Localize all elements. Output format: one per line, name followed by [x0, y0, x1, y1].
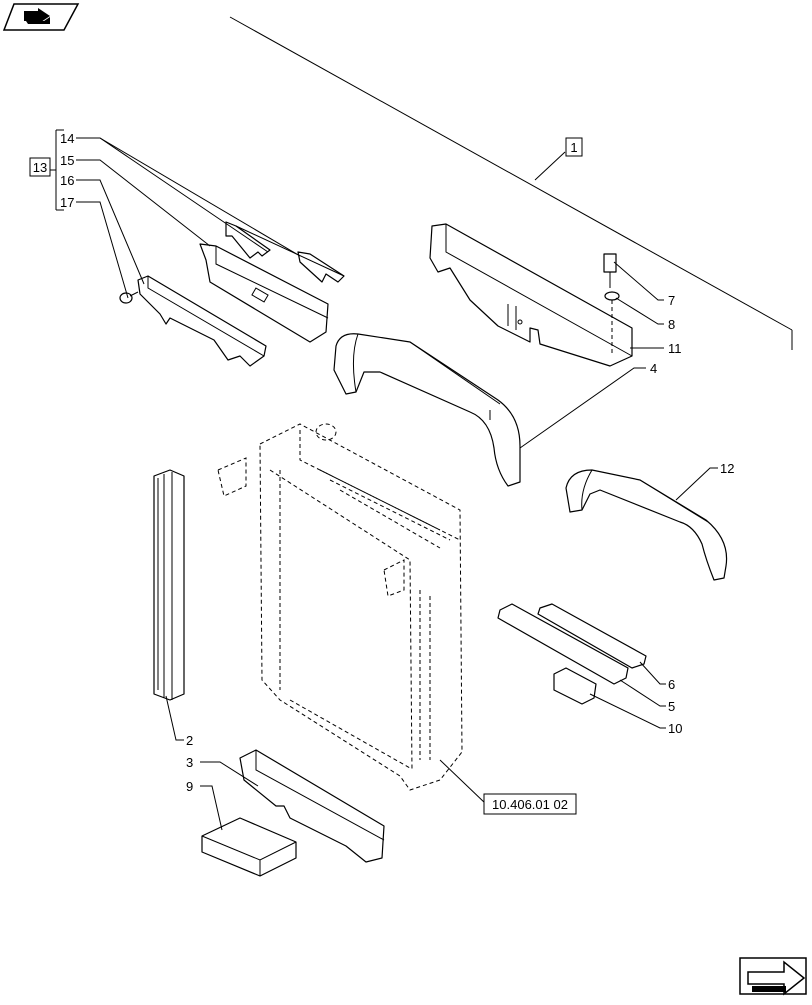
callout-5: 5: [668, 699, 675, 714]
callout-4: 4: [650, 361, 657, 376]
reference-box: [483, 793, 577, 815]
callout-labels: 1 13 14 15 16 17 7 8 11 4 12 6 5 10 2 3 …: [29, 131, 734, 815]
reference-label: 10.406.01 02: [492, 797, 568, 812]
part-16-rail[interactable]: [137, 275, 267, 367]
next-page-arrow-icon[interactable]: [739, 957, 807, 996]
part-6-strip[interactable]: [537, 603, 647, 669]
callout-3: 3: [186, 755, 193, 770]
radiator-reference: [217, 423, 463, 791]
callout-6: 6: [668, 677, 675, 692]
part-7-bolt[interactable]: [603, 253, 617, 288]
book-arrow-icon[interactable]: [2, 3, 80, 31]
leader-lines: [76, 137, 718, 831]
part-12-seal[interactable]: [565, 469, 728, 581]
callout-2: 2: [186, 733, 193, 748]
callout-12: 12: [720, 461, 734, 476]
part-4-seal[interactable]: [333, 333, 521, 487]
callout-11: 11: [668, 341, 682, 356]
part-17-bolt[interactable]: [119, 291, 139, 304]
callout-16: 16: [60, 173, 74, 188]
part-9-pad[interactable]: [201, 817, 297, 877]
part-8-washer[interactable]: [604, 291, 620, 356]
callout-7: 7: [668, 293, 675, 308]
callout-1-box: [565, 137, 583, 157]
callout-14: 14: [60, 131, 74, 146]
callout-13-box: [29, 157, 51, 177]
assembly-bracket-line: [229, 16, 793, 350]
part-11-deflector[interactable]: [429, 223, 633, 367]
part-10-block[interactable]: [553, 667, 597, 705]
callout-17: 17: [60, 195, 74, 210]
callout-1: 1: [570, 140, 577, 155]
callout-10: 10: [668, 721, 682, 736]
callout-13: 13: [33, 160, 47, 175]
part-3-seal[interactable]: [239, 749, 385, 863]
part-15-plate[interactable]: [199, 243, 329, 343]
callout-8: 8: [668, 317, 675, 332]
callout-9: 9: [186, 779, 193, 794]
part-5-strip[interactable]: [497, 603, 629, 685]
callout-15: 15: [60, 153, 74, 168]
part-2-vertical-seal[interactable]: [153, 469, 185, 701]
